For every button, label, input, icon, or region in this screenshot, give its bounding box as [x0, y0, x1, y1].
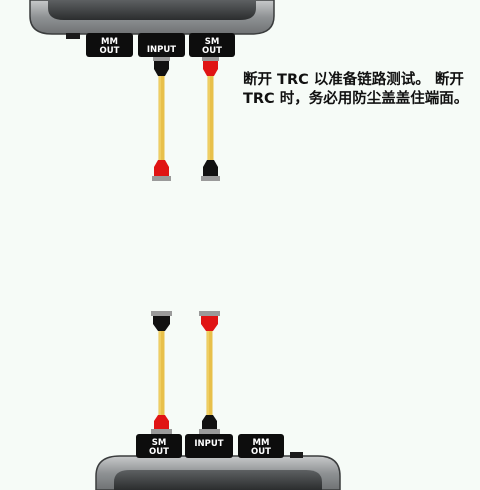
top-tester-screen-bezel — [48, 0, 256, 20]
bottom-port-mm-out-label-1: MM — [253, 438, 270, 448]
top-cable-input-connector-black — [154, 61, 169, 76]
bottom-port-input — [185, 434, 233, 458]
bottom-port-mm-out-label-2: OUT — [251, 447, 271, 457]
top-port-mm-out — [86, 33, 133, 57]
top-port-sm-out — [189, 33, 235, 57]
bottom-cable-input-connector-red — [201, 316, 218, 331]
bottom-tester-device: SM OUT INPUT MM OUT — [95, 434, 341, 490]
bottom-port-mm-out — [238, 434, 284, 458]
top-cable-sm-out-cord — [207, 76, 214, 160]
bottom-tester-screen-bezel — [114, 470, 322, 490]
top-tester-side-button — [66, 33, 80, 39]
bottom-cable-input-connector-black — [202, 415, 217, 429]
bottom-port-input-label: INPUT — [194, 439, 223, 449]
top-cable-sm-out-collar-top — [202, 57, 219, 61]
bottom-cable-input — [199, 311, 220, 434]
top-tester-device: MM OUT INPUT SM OUT — [29, 0, 275, 57]
bottom-cable-sm-out-connector-black — [153, 316, 170, 331]
bottom-cable-sm-out-connector-red — [154, 415, 169, 429]
top-cable-sm-out-connector-black — [203, 160, 218, 176]
bottom-cable-input-collar-top — [199, 311, 220, 316]
top-cable-input-cord — [158, 76, 165, 160]
top-cable-sm-out — [201, 57, 220, 181]
top-cable-input-collar-bottom — [152, 176, 171, 181]
top-cable-input — [152, 57, 171, 181]
top-port-sm-out-label-1: SM — [205, 37, 220, 47]
top-port-input-label: INPUT — [147, 45, 176, 55]
bottom-cable-input-cord — [206, 331, 213, 415]
top-port-sm-out-label-2: OUT — [202, 46, 222, 56]
top-cable-input-connector-red — [154, 160, 169, 176]
bottom-cable-input-collar-bottom — [199, 429, 220, 434]
bottom-cable-sm-out-cord — [158, 331, 165, 415]
bottom-cable-sm-out-collar-bottom — [151, 429, 172, 434]
top-cable-sm-out-connector-red — [203, 61, 218, 76]
instruction-text: 断开 TRC 以准备链路测试。 断开 TRC 时，务必用防尘盖盖住端面。 — [243, 72, 469, 107]
bottom-cable-sm-out — [151, 311, 172, 434]
top-cable-sm-out-collar-bottom — [201, 176, 220, 181]
bottom-port-sm-out — [136, 434, 182, 458]
bottom-port-sm-out-label-1: SM — [152, 438, 167, 448]
bottom-port-sm-out-label-2: OUT — [149, 447, 169, 457]
bottom-cable-sm-out-collar-top — [151, 311, 172, 316]
top-port-mm-out-label-2: OUT — [100, 46, 120, 56]
bottom-tester-side-button — [290, 452, 303, 458]
top-port-input — [138, 33, 185, 57]
top-cable-input-collar-top — [153, 57, 170, 61]
top-port-mm-out-label-1: MM — [101, 37, 118, 47]
